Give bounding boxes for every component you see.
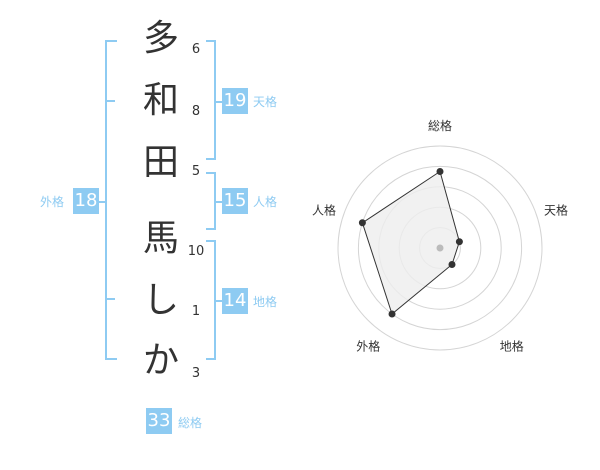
radar-grid-ring xyxy=(337,145,543,351)
stroke-count-3: 5 xyxy=(191,164,201,179)
jinkaku-connector xyxy=(216,201,222,203)
name-char-5: し xyxy=(142,280,179,321)
name-char-4: 馬 xyxy=(142,218,179,259)
chikaku-bracket xyxy=(206,240,216,360)
name-char-6: か xyxy=(142,340,179,381)
stroke-count-1: 6 xyxy=(191,42,201,57)
jinkaku-bracket xyxy=(206,172,216,230)
soukaku-badge: 33 xyxy=(146,408,172,434)
chikaku-label: 地格 xyxy=(253,295,278,309)
radar-points xyxy=(358,168,463,318)
radar-grid-ring xyxy=(357,165,523,331)
stroke-count-2: 8 xyxy=(191,104,201,119)
tenkaku-label: 天格 xyxy=(253,95,278,109)
stroke-count-4: 10 xyxy=(187,244,205,259)
jinkaku-badge: 15 xyxy=(222,188,248,214)
stroke-count-5: 1 xyxy=(191,304,201,319)
jinkaku-label: 人格 xyxy=(253,195,278,209)
gaikaku-bracket-tick-1 xyxy=(105,100,115,102)
tenkaku-badge: 19 xyxy=(222,88,248,114)
radar-axis-label-jinkaku: 人格 xyxy=(312,202,336,217)
stroke-count-6: 3 xyxy=(191,366,201,381)
radar-point xyxy=(448,261,456,269)
radar-axis-label-tenkaku: 天格 xyxy=(544,202,568,217)
chikaku-badge: 14 xyxy=(222,288,248,314)
gaikaku-label: 外格 xyxy=(40,195,65,209)
radar-point xyxy=(388,310,396,318)
name-char-2: 和 xyxy=(142,80,179,121)
radar-point xyxy=(455,238,463,246)
radar-point xyxy=(436,168,444,175)
name-char-1: 多 xyxy=(142,18,179,59)
radar-point xyxy=(358,219,366,227)
soukaku-label: 総格 xyxy=(178,416,203,430)
radar-axis-label-chikaku: 地格 xyxy=(500,339,524,354)
gaikaku-badge: 18 xyxy=(73,188,99,214)
gaikaku-bracket xyxy=(105,40,117,360)
radar-axis-label-gaikaku: 外格 xyxy=(356,339,380,354)
radar-value-polygon xyxy=(361,170,460,315)
gaikaku-bracket-tick-2 xyxy=(105,298,115,300)
radar-center-dot xyxy=(436,244,444,252)
radar-axis-label-soukaku: 総格 xyxy=(428,118,452,133)
name-char-3: 田 xyxy=(142,142,179,183)
chikaku-connector xyxy=(216,300,222,302)
tenkaku-connector xyxy=(216,101,222,103)
tenkaku-bracket xyxy=(206,40,216,160)
gaikaku-connector xyxy=(99,201,107,203)
